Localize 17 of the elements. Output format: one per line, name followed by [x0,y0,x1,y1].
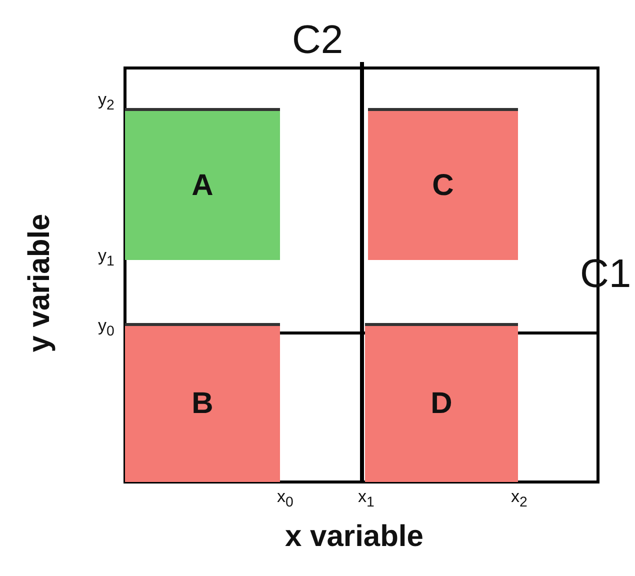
region-label: C [432,168,454,202]
tick-label: x$_{2}$ [511,487,528,510]
axis-title: y variable [23,212,57,354]
region-label: B [192,387,214,421]
split-label: C2 [292,18,344,63]
region-label: A [192,168,214,202]
tick-label: y$_{0}$ [98,316,114,340]
region-box [368,108,518,260]
tick-label: x$_{0}$ [277,487,294,510]
region-box [125,323,280,482]
region-box [365,323,518,482]
region-label: D [430,387,452,421]
region-box [125,108,280,260]
tick-label: x$_{1}$ [358,487,374,510]
tick-label: y$_{1}$ [98,246,114,270]
axis-title: x variable [285,520,424,554]
tick-label: y$_{2}$ [98,90,114,114]
